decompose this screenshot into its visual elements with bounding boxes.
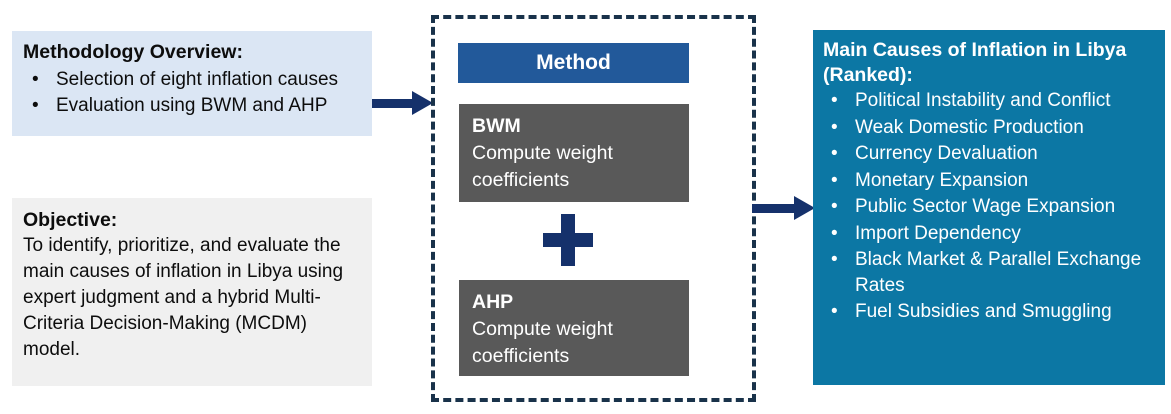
- results-item-label: Fuel Subsidies and Smuggling: [855, 301, 1112, 322]
- method-card-ahp: AHP Compute weight coefficients: [459, 280, 689, 376]
- list-item: Political Instability and Conflict: [823, 88, 1159, 114]
- method-card-title: BWM: [472, 115, 521, 137]
- method-card-description: Compute weight coefficients: [472, 142, 613, 191]
- method-header-banner: Method: [458, 43, 689, 83]
- list-item: Import Dependency: [823, 221, 1159, 247]
- results-item-label: Currency Devaluation: [855, 143, 1038, 164]
- objective-box: Objective: To identify, prioritize, and …: [12, 198, 372, 386]
- methodology-heading: Methodology Overview:: [23, 41, 243, 63]
- arrow-head: [412, 91, 433, 115]
- method-card-title: AHP: [472, 291, 514, 313]
- list-item: Public Sector Wage Expansion: [823, 194, 1159, 220]
- method-card-bwm: BWM Compute weight coefficients: [459, 104, 689, 202]
- arrow-method-to-results-icon: [752, 196, 815, 220]
- list-item: Black Market & Parallel Exchange Rates: [823, 247, 1159, 298]
- main-causes-results-panel: Main Causes of Inflation in Libya (Ranke…: [813, 30, 1165, 385]
- results-item-label: Import Dependency: [855, 222, 1021, 244]
- methodology-overview-box: Methodology Overview: Selection of eight…: [12, 31, 372, 136]
- results-item-label: Monetary Expansion: [855, 169, 1029, 191]
- arrow-head: [794, 196, 815, 220]
- results-bullet-list: Political Instability and Conflict Weak …: [823, 88, 1159, 325]
- arrow-shaft: [752, 204, 795, 213]
- method-header-label: Method: [536, 51, 611, 74]
- results-item-label: Public Sector Wage Expansion: [855, 196, 1116, 217]
- list-item: Monetary Expansion: [823, 168, 1159, 194]
- results-item-label: Weak Domestic Production: [855, 116, 1084, 138]
- methodology-item-label: Evaluation using BWM and AHP: [56, 95, 328, 116]
- objective-heading: Objective:: [23, 209, 118, 231]
- list-item: Selection of eight inflation causes: [23, 67, 362, 93]
- results-item-label: Black Market & Parallel Exchange Rates: [855, 249, 1142, 296]
- results-heading: Main Causes of Inflation in Libya (Ranke…: [823, 39, 1127, 86]
- list-item: Currency Devaluation: [823, 141, 1159, 167]
- list-item: Weak Domestic Production: [823, 115, 1159, 141]
- arrow-methodology-to-method-icon: [372, 91, 433, 115]
- results-item-label: Political Instability and Conflict: [855, 90, 1111, 111]
- methodology-bullet-list: Selection of eight inflation causes Eval…: [23, 67, 362, 119]
- arrow-shaft: [372, 99, 413, 108]
- list-item: Fuel Subsidies and Smuggling: [823, 299, 1159, 325]
- list-item: Evaluation using BWM and AHP: [23, 93, 362, 119]
- method-card-description: Compute weight coefficients: [472, 318, 613, 367]
- objective-body-text: To identify, prioritize, and evaluate th…: [23, 235, 344, 360]
- methodology-item-label: Selection of eight inflation causes: [56, 68, 339, 90]
- plus-icon: [543, 214, 593, 266]
